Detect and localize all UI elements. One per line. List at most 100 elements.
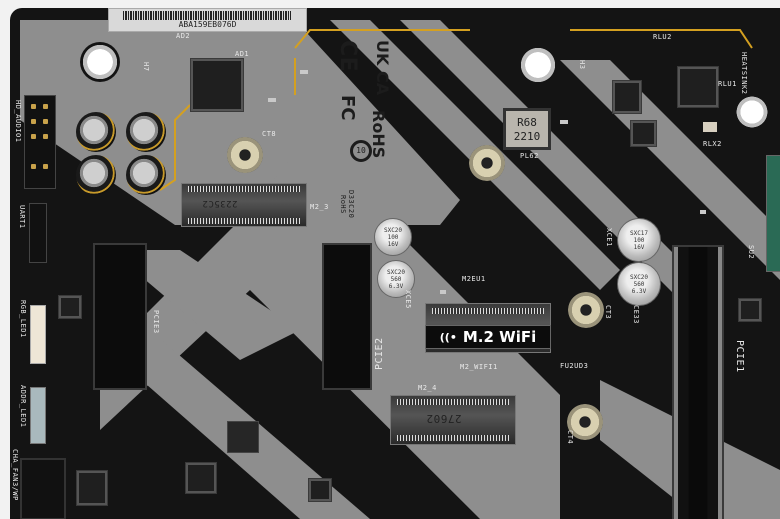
m2-wifi1-label: M2_WIFI1: [460, 363, 498, 371]
small-chip: [308, 478, 332, 502]
serial-sticker: ABA159EB076D: [108, 8, 307, 32]
m2-standoff: [568, 292, 604, 328]
pcie3-label: PCIE3: [152, 310, 160, 334]
lan-chip: [677, 66, 719, 108]
black-component: [227, 421, 259, 453]
capacitor: SXC20 560 6.3V: [377, 260, 415, 298]
audio-codec-chip: [190, 58, 244, 112]
nuvoton-chip: [76, 470, 108, 506]
gold-trace: [159, 104, 191, 191]
audio-capacitor: [126, 155, 166, 195]
gold-trace: [294, 29, 470, 49]
cha-fan-header[interactable]: [20, 458, 66, 519]
green-module: [766, 155, 780, 272]
pl62-label: PL62: [520, 152, 539, 160]
fc-mark: FC: [337, 95, 358, 121]
xce5-label: XCE5: [404, 290, 412, 309]
gray-stripe: [110, 250, 300, 360]
m2-wifi-title: M.2 WiFi: [462, 328, 537, 346]
ct8-label: CT8: [262, 130, 277, 138]
hd-audio-header[interactable]: [24, 95, 56, 189]
m2-standoff: [469, 145, 505, 181]
rgb-led-header[interactable]: [30, 305, 46, 364]
mounting-hole: [734, 94, 770, 130]
xce1-label: XCE1: [605, 228, 613, 247]
rlx2-label: RLX2: [703, 140, 722, 148]
inductor-code: 2210: [513, 130, 541, 143]
m2-pins: [397, 435, 509, 441]
h7-label: H7: [142, 62, 150, 72]
addr-led-header[interactable]: [30, 387, 46, 444]
wifi-icon: ((•: [439, 330, 457, 344]
rlu1-label: RLU1: [718, 80, 737, 88]
crystal-oscillator: [703, 122, 717, 132]
controller-chip: [630, 120, 657, 147]
smd-resistor: [440, 290, 446, 294]
h3-label: H3: [578, 60, 586, 70]
cha-fan-label: CHA_FAN3/WP: [11, 449, 19, 501]
gray-stripe: [560, 60, 780, 280]
gold-trace: [570, 29, 753, 49]
smd-resistor: [700, 210, 706, 214]
heatsink2-label: HEATSINK2: [740, 52, 748, 95]
ad2-label: AD2: [176, 32, 191, 40]
m2-standoff: [227, 137, 263, 173]
m2eu1-label: M2EU1: [462, 275, 486, 283]
mosfet-chip: [612, 80, 642, 114]
m2-4-print: 27602: [426, 412, 462, 425]
m2-3-print: 2235C2: [202, 198, 238, 208]
rlu2-label: RLU2: [653, 33, 672, 41]
ct4-label: CT4: [566, 430, 574, 445]
inductor-value: R68: [517, 116, 537, 129]
m2-slot-m2-3[interactable]: 2235C2: [181, 183, 307, 227]
ukca-bottom: CA: [373, 70, 392, 96]
m2-4-label: M2_4: [418, 384, 437, 392]
smd-resistor: [268, 98, 276, 102]
hd-audio-label: HD_AUDIO1: [14, 100, 22, 143]
uart-header[interactable]: [29, 203, 47, 263]
ad1-label: AD1: [235, 50, 250, 58]
addr-led-label: ADDR_LED1: [19, 385, 27, 428]
super-io-chip: [185, 462, 217, 494]
m2-pins: [188, 218, 300, 224]
pcie2-slot[interactable]: [322, 243, 372, 390]
ukca-mark: UK CA: [373, 40, 392, 95]
su2-label: SU2: [747, 245, 755, 260]
capacitor-xce1: SXC17 100 16V: [617, 218, 661, 262]
small-chip: [738, 298, 762, 322]
pcie1-label: PCIE1: [734, 340, 745, 373]
fu2ud3-label: FU2UD3: [560, 362, 589, 370]
m2-pins: [188, 186, 300, 192]
inductor-pl62: R68 2210: [503, 108, 551, 150]
ct3-label: CT3: [604, 305, 612, 320]
m2-pins: [432, 308, 544, 314]
ukca-top: UK: [373, 40, 392, 66]
capacitor-ce33: SXC20 560 6.3V: [617, 262, 661, 306]
m2-3-label: M2_3: [310, 203, 329, 211]
uart-label: UART1: [18, 205, 26, 229]
pcie3-slot[interactable]: [93, 243, 147, 390]
m2-wifi-badge: ((• M.2 WiFi: [425, 325, 551, 349]
rohs-small: RoHS: [339, 195, 347, 214]
weee-mark: 10: [350, 140, 372, 162]
led-controller-chip: [58, 295, 82, 319]
pcie1-x16-slot[interactable]: [672, 245, 724, 519]
m2-slot-m2-4[interactable]: 27602: [390, 395, 516, 445]
audio-capacitor: [76, 112, 116, 152]
audio-capacitor: [76, 155, 116, 195]
smd-resistor: [300, 70, 308, 74]
ce-mark: CE: [335, 40, 360, 73]
capacitor-xce5: SXC20 100 16V: [374, 218, 412, 256]
ce33-label: CE33: [632, 305, 640, 324]
smd-resistor: [560, 120, 568, 124]
rgb-led-label: RGB_LED1: [19, 300, 27, 338]
pcie2-label: PCIE2: [374, 337, 385, 370]
barcode: [123, 11, 291, 20]
serial-number: ABA159EB076D: [178, 20, 237, 29]
audio-capacitor: [126, 112, 166, 152]
rohs-code: D33C20: [347, 190, 355, 219]
m2-pins: [397, 399, 509, 405]
m2-standoff: [567, 404, 603, 440]
mounting-hole: [518, 45, 558, 85]
